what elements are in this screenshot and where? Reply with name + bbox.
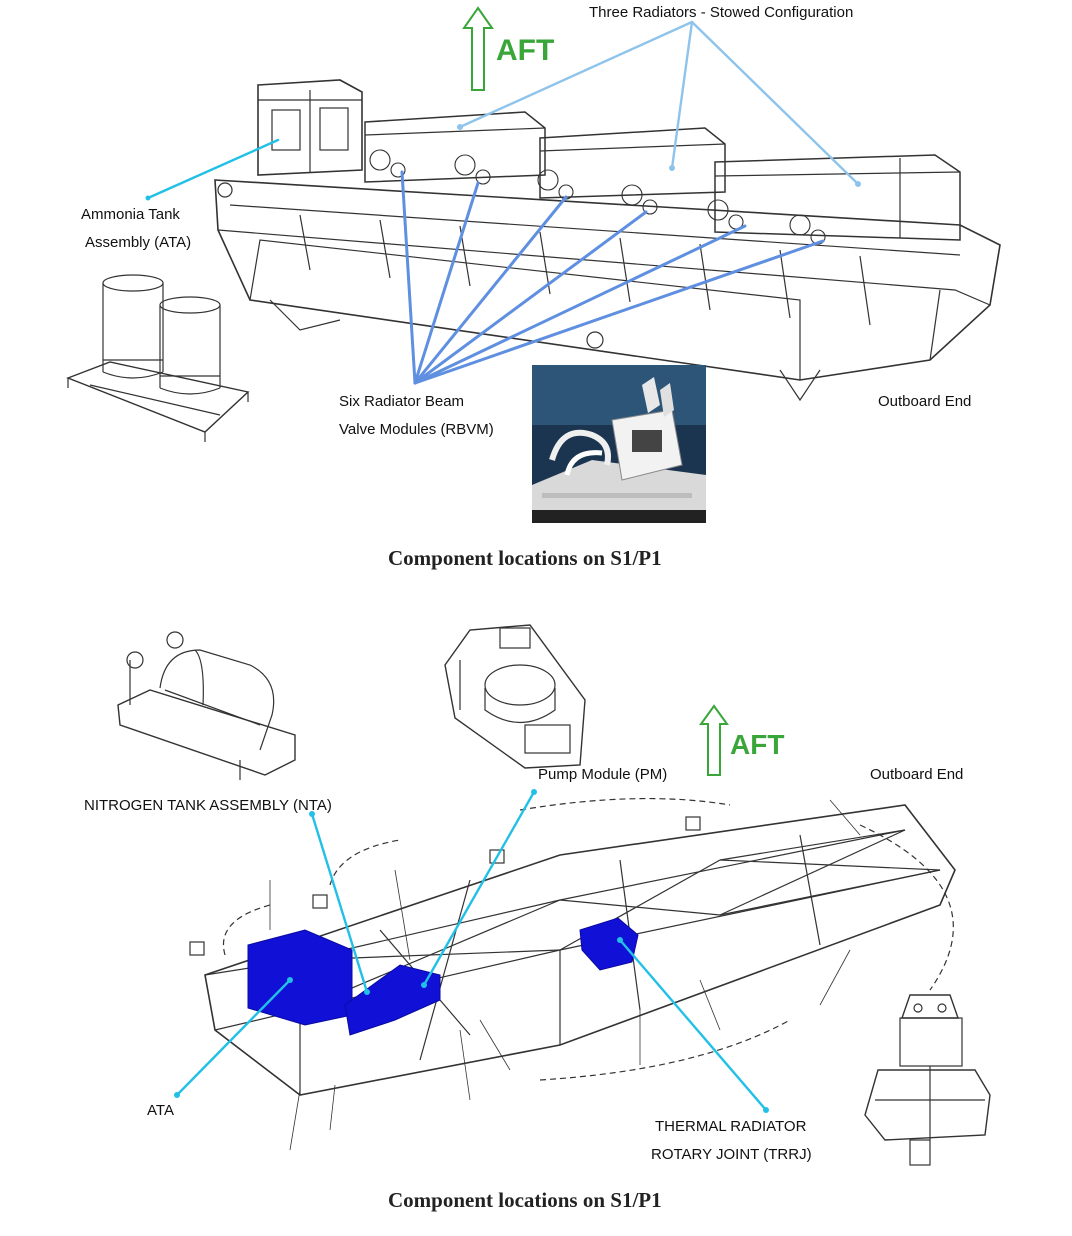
ata-tanks-drawing [66,274,250,442]
rbvm-label-line1: Six Radiator Beam [339,393,465,410]
s1-truss-top-drawing [214,79,1001,402]
rbvm-photo [532,365,706,523]
outboard-end-label-top: Outboard End [878,393,972,410]
pump-module-label: Pump Module (PM) [538,766,668,783]
caption-bottom: Component locations on S1/P1 [388,1188,662,1212]
aft-label-top: AFT [496,34,555,67]
leader-lines [146,20,860,1112]
trrj-highlight [579,917,639,971]
trrj-label-line1: THERMAL RADIATOR [655,1118,807,1135]
caption-top: Component locations on S1/P1 [388,546,662,570]
aft-label-bottom: AFT [730,729,785,760]
aft-arrow-icon-top [462,6,494,91]
nta-drawing [117,631,296,780]
ata-label-line2: Assembly (ATA) [85,234,192,251]
leader-dots [145,195,769,1113]
radiators-label: Three Radiators - Stowed Configuration [589,4,854,21]
trrj-drawing [864,994,991,1166]
trrj-label-line2: ROTARY JOINT (TRRJ) [651,1146,812,1163]
ata-label-line1: Ammonia Tank [81,206,180,223]
aft-arrow-icon-bottom [699,704,729,776]
pump-nta-highlight [344,964,441,1036]
nta-label: NITROGEN TANK ASSEMBLY (NTA) [84,797,332,814]
leader-dots-top [457,124,861,187]
outboard-end-label-bottom: Outboard End [870,766,964,783]
highlighted-components [247,917,639,1036]
pump-module-drawing [444,624,586,769]
ata-highlight [247,929,353,1026]
rbvm-label-line2: Valve Modules (RBVM) [339,421,494,438]
rbvm-photo-art [532,365,706,523]
ata-label-bottom: ATA [147,1102,174,1119]
